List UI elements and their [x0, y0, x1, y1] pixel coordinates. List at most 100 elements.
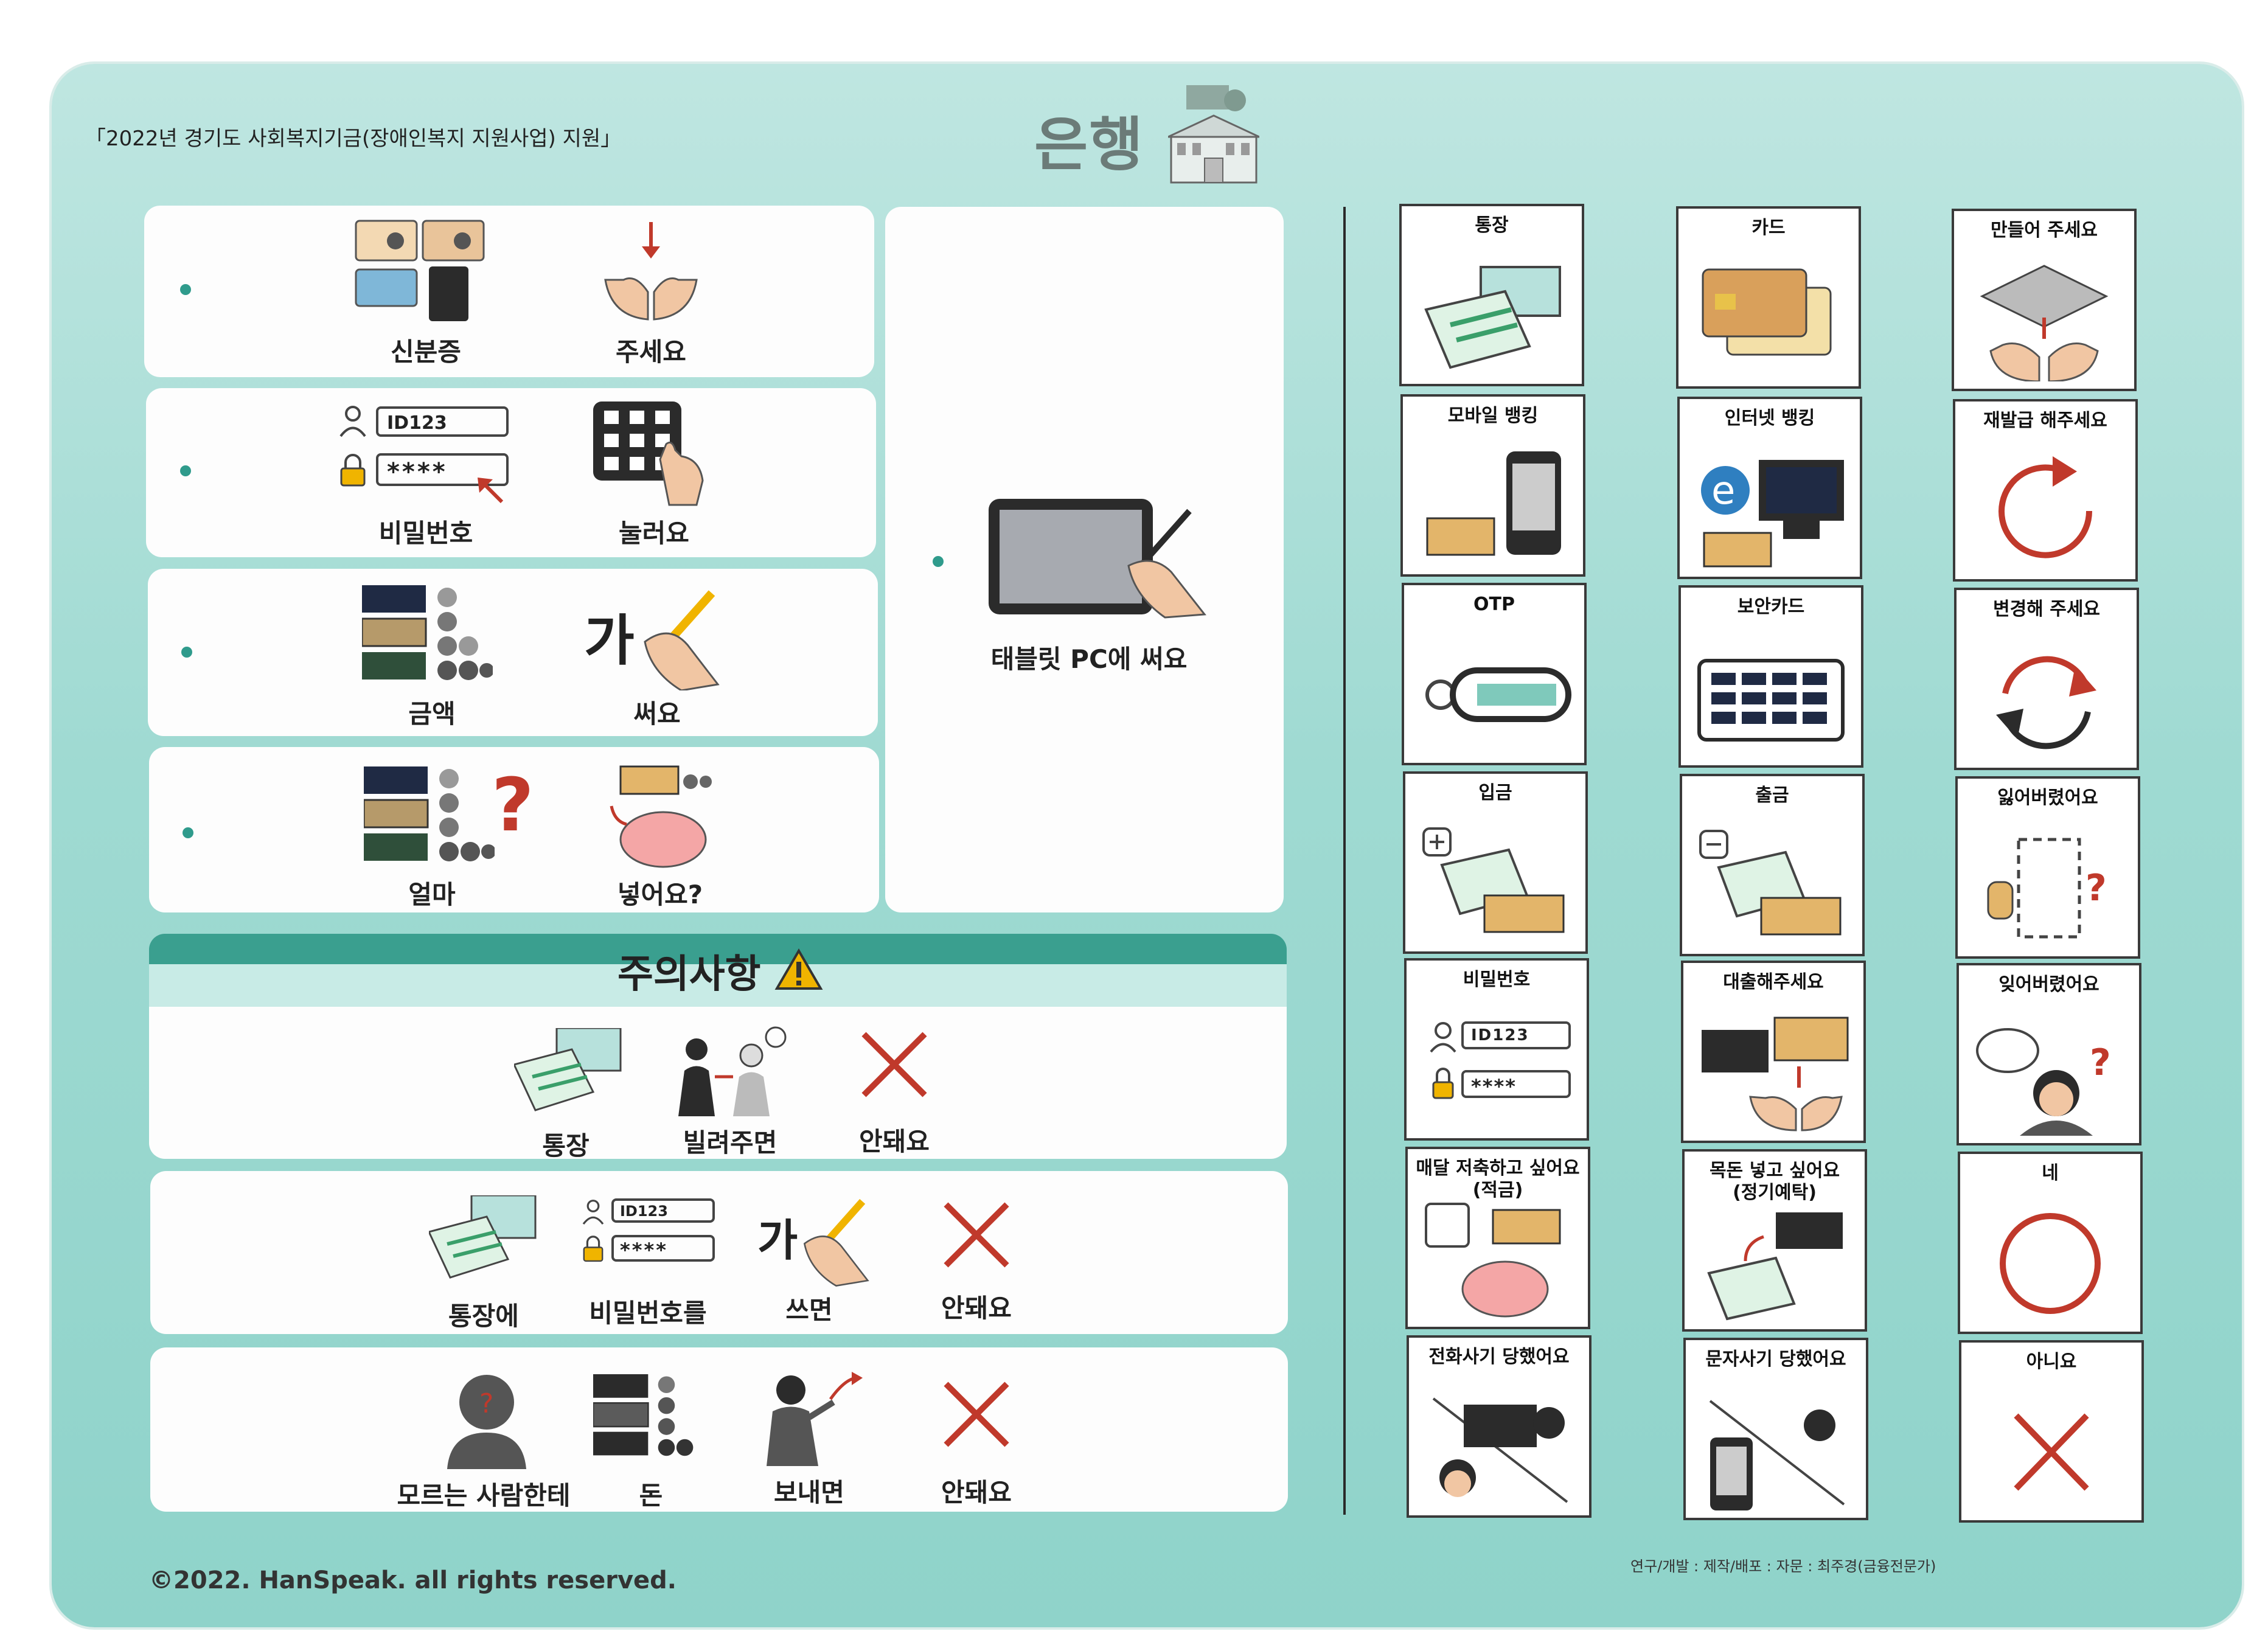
- symbol-tile[interactable]: 매달 저축하고 싶어요 (적금): [1405, 1147, 1590, 1329]
- row-dot: [183, 827, 193, 838]
- writing-hand-icon: [803, 1198, 869, 1287]
- caution-row-3: [150, 1347, 1288, 1512]
- warning-icon: [774, 948, 823, 990]
- row-dot: [180, 465, 191, 476]
- symbol-tile-label: 대출해주세요: [1723, 971, 1824, 993]
- loan-icon: [1702, 1017, 1849, 1131]
- symbol-tile[interactable]: 카드: [1676, 206, 1861, 389]
- caution-title: 주의사항: [617, 943, 823, 999]
- symbol-tile[interactable]: 잊어버렸어요?: [1957, 963, 2141, 1145]
- symbol-tile[interactable]: 변경해 주세요: [1954, 588, 2139, 770]
- symbol-tile-label: 네: [2042, 1163, 2059, 1184]
- svg-text:?: ?: [479, 1388, 493, 1419]
- password-field: ****: [376, 453, 509, 486]
- symbol-tile-label: 인터넷 뱅킹: [1724, 408, 1815, 429]
- korean-letter-glyph: 가: [584, 609, 635, 673]
- symbol-tile-label: 변경해 주세요: [1992, 599, 2101, 620]
- row-label-id: 신분증: [391, 337, 461, 367]
- bank-building-icon: [1168, 85, 1259, 184]
- yes-circle-icon: [2000, 1213, 2101, 1314]
- symbol-tile[interactable]: 전화사기 당했어요: [1407, 1335, 1591, 1518]
- symbol-tile-label: 만들어 주세요: [1990, 220, 2098, 241]
- tablet-label: 태블릿 PC에 써요: [990, 644, 1188, 674]
- caution-title-text: 주의사항: [617, 952, 761, 997]
- caution-label: 통장: [542, 1131, 590, 1161]
- row-label-press: 눌러요: [619, 518, 689, 548]
- symbol-tile[interactable]: 목돈 넣고 싶어요 (정기예탁): [1682, 1149, 1867, 1332]
- forgot-icon: ?: [1976, 1028, 2111, 1136]
- bankbook-icon: [514, 1028, 622, 1111]
- symbol-tile-label: 전화사기 당했어요: [1428, 1346, 1570, 1368]
- tablet-dot: [933, 556, 944, 567]
- cross-icon: [944, 1382, 1009, 1447]
- symbol-tile[interactable]: 출금: [1680, 774, 1865, 956]
- writing-hand-icon: [644, 590, 720, 690]
- caution-row-2: [150, 1171, 1288, 1334]
- copyright: ©2022. HanSpeak. all rights reserved.: [149, 1566, 677, 1594]
- symbol-tile[interactable]: 만들어 주세요: [1952, 209, 2137, 391]
- symbol-tile[interactable]: 모바일 뱅킹: [1400, 394, 1585, 577]
- id-field-text: ID123: [387, 412, 447, 434]
- deposit-lump-icon: [1707, 1212, 1843, 1321]
- credit-card-icon: [1702, 268, 1832, 356]
- tablet-pen-icon: [989, 499, 1206, 619]
- row-dot: [181, 647, 192, 658]
- lock-icon: [583, 1236, 604, 1262]
- no-cross-icon: [2014, 1413, 2089, 1491]
- row-dot: [180, 284, 191, 295]
- lending-people-icon: [678, 1026, 787, 1116]
- symbol-tile[interactable]: 네: [1958, 1152, 2143, 1334]
- money-coins-icon: [364, 766, 495, 861]
- symbol-tile[interactable]: 문자사기 당했어요: [1683, 1338, 1868, 1520]
- symbol-tile[interactable]: 아니요: [1959, 1340, 2144, 1523]
- symbol-tile-label: OTP: [1473, 594, 1515, 615]
- bankbook-icon: [1424, 266, 1561, 369]
- money-coins-icon: [593, 1374, 694, 1456]
- symbol-tile[interactable]: 입금: [1403, 771, 1588, 954]
- cross-icon: [861, 1032, 927, 1097]
- svg-text:e: e: [1711, 468, 1735, 513]
- vertical-divider: [1343, 207, 1346, 1515]
- lost-card-icon: ?: [1987, 838, 2107, 939]
- user-icon: [339, 406, 366, 437]
- row-label-deposit-question: 넣어요?: [617, 880, 703, 909]
- bankbook-icon: [429, 1195, 537, 1279]
- otp-icon: [1425, 667, 1571, 722]
- question-mark: ?: [492, 763, 534, 848]
- symbol-tile[interactable]: 통장: [1399, 204, 1584, 386]
- symbol-tile[interactable]: 보안카드: [1678, 585, 1863, 768]
- symbol-tile-label: 목돈 넣고 싶어요 (정기예탁): [1709, 1160, 1840, 1203]
- symbol-tile[interactable]: 재발급 해주세요: [1953, 399, 2138, 582]
- piggy-bank-deposit-icon: [610, 765, 712, 868]
- symbol-tile-label: 재발급 해주세요: [1983, 410, 2107, 431]
- row-card-how-much: [149, 747, 879, 912]
- caution-label: 모르는 사람한테: [397, 1481, 571, 1510]
- symbol-tile-label: 아니요: [2026, 1351, 2077, 1372]
- row-card-amount: [148, 569, 878, 736]
- user-icon: [582, 1200, 604, 1225]
- password-field: ****: [611, 1235, 715, 1262]
- symbol-tile[interactable]: OTP: [1402, 583, 1587, 765]
- symbol-tile-label: 매달 저축하고 싶어요 (적금): [1416, 1158, 1580, 1201]
- id-field: ID123: [376, 406, 509, 437]
- symbol-tile-label: 잊어버렸어요: [1998, 974, 2099, 995]
- withdraw-icon: [1699, 830, 1842, 936]
- money-coins-icon: [362, 585, 493, 680]
- row-label-write: 써요: [633, 699, 681, 729]
- symbol-tile[interactable]: 인터넷 뱅킹 e: [1677, 397, 1862, 579]
- symbol-tile[interactable]: 잃어버렸어요?: [1955, 776, 2140, 959]
- caution-label: 안돼요: [941, 1478, 1012, 1507]
- symbol-tile-label: 통장: [1475, 215, 1509, 236]
- symbol-tile[interactable]: 대출해주세요: [1681, 961, 1866, 1143]
- giving-hands-icon: [604, 222, 698, 321]
- password-field-text: ****: [1471, 1075, 1517, 1098]
- row-label-password: 비밀번호: [378, 518, 473, 548]
- symbol-tile-label: 문자사기 당했어요: [1705, 1349, 1846, 1370]
- symbol-tile-label: 입금: [1478, 782, 1512, 804]
- change-icon: [1996, 656, 2096, 749]
- password-field-text: ****: [620, 1239, 668, 1262]
- caution-label: 비밀번호를: [589, 1298, 707, 1328]
- svg-text:?: ?: [2090, 1041, 2111, 1084]
- korean-letter-glyph: 가: [757, 1215, 798, 1266]
